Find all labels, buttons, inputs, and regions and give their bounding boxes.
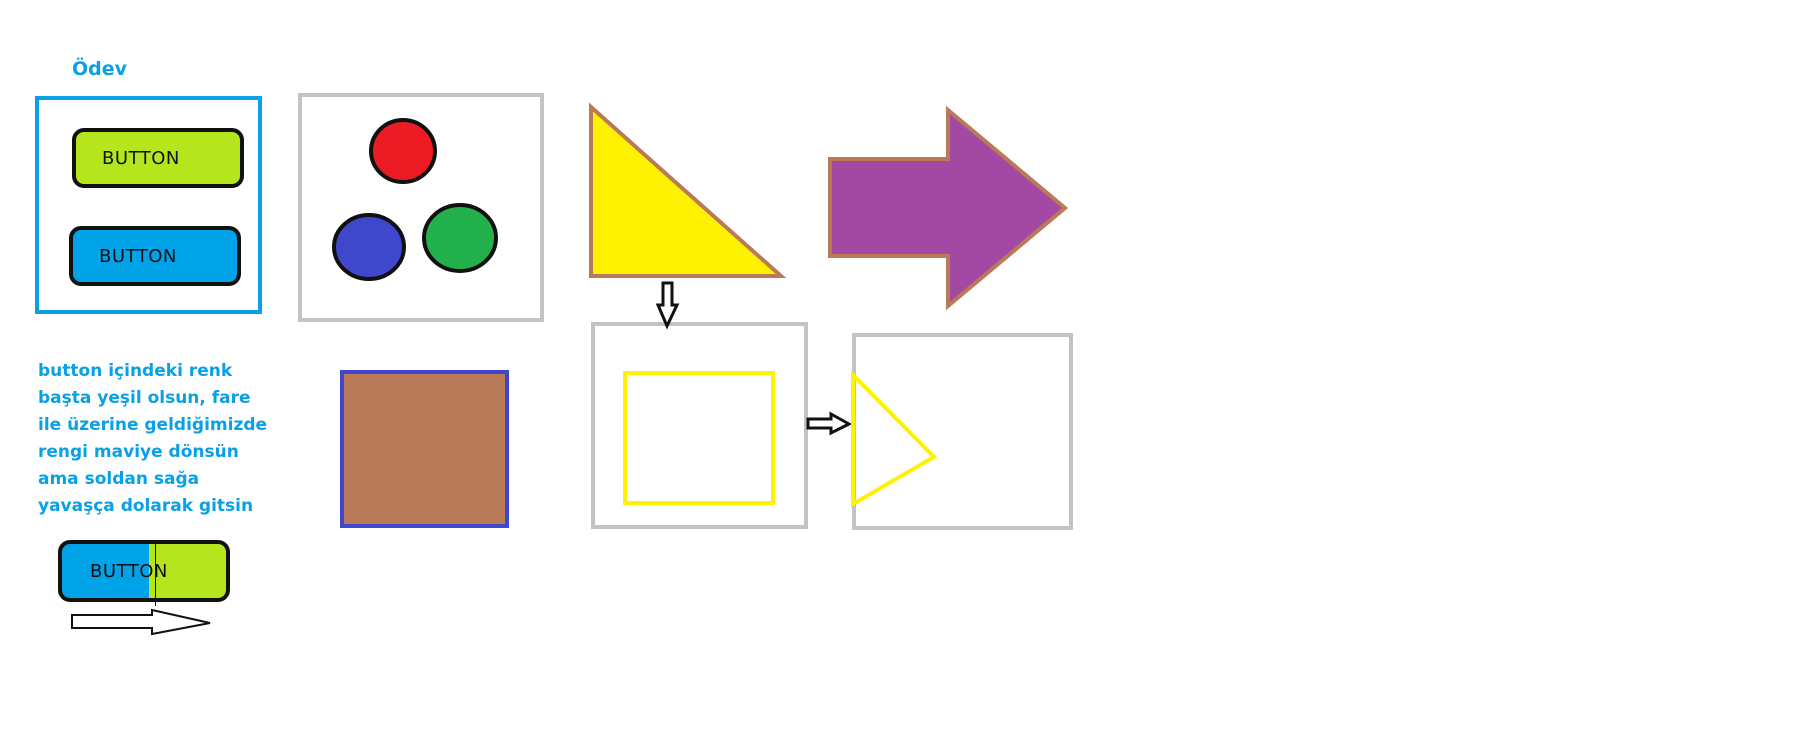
dark-green-circle	[422, 203, 498, 273]
yellow-triangle	[589, 102, 787, 278]
split-fill-button-label: BUTTON	[90, 560, 168, 582]
page-title: Ödev	[72, 58, 128, 80]
instruction-line: rengi maviye dönsün	[38, 442, 239, 462]
fill-boundary-line	[155, 540, 156, 606]
brown-square	[340, 370, 509, 528]
down-arrow-icon	[655, 281, 680, 330]
instruction-text: button içindeki renk başta yeşil olsun, …	[38, 358, 278, 520]
split-fill-button[interactable]: BUTTON	[58, 540, 230, 606]
instruction-line: yavaşça dolarak gitsin	[38, 496, 254, 516]
circles-frame	[298, 93, 544, 322]
long-right-arrow-icon	[71, 608, 211, 636]
square-frame	[591, 322, 808, 529]
indigo-circle	[332, 213, 406, 281]
purple-arrow	[828, 105, 1069, 311]
red-circle	[369, 118, 437, 184]
yellow-triangle-outline	[851, 370, 938, 508]
instruction-line: ama soldan sağa	[38, 469, 200, 489]
instruction-line: ile üzerine geldiğimizde	[38, 415, 268, 435]
blue-button[interactable]: BUTTON	[69, 226, 241, 286]
yellow-square-outline	[623, 371, 775, 505]
button-demo-frame	[35, 96, 262, 314]
right-arrow-icon	[806, 411, 853, 436]
green-button[interactable]: BUTTON	[72, 128, 244, 188]
instruction-line: başta yeşil olsun, fare	[38, 388, 251, 408]
instruction-line: button içindeki renk	[38, 361, 233, 381]
